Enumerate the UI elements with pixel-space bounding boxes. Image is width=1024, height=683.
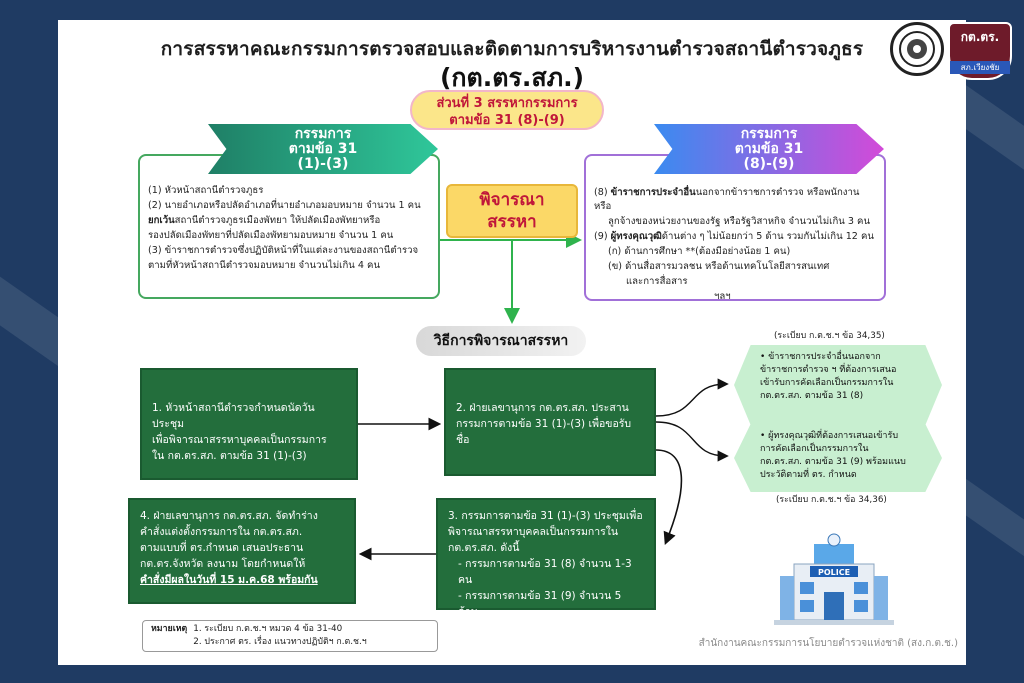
footer-agency: สำนักงานคณะกรรมการนโยบายตำรวจแห่งชาติ (ส…: [698, 638, 958, 649]
note-qualified-persons: • ผู้ทรงคุณวุฒิที่ต้องการเสนอเข้ารับ การ…: [734, 424, 942, 492]
committee-8-9-banner: กรรมการ ตามข้อ 31 (8)-(9): [654, 124, 884, 174]
step-4-box: 4. ฝ่ายเลขานุการ กต.ตร.สภ. จัดทำร่าง คำส…: [128, 498, 356, 604]
step-3-box: 3. กรรมการตามข้อ 31 (1)-(3) ประชุมเพื่อ …: [436, 498, 656, 634]
right-item-9kh2: และการสื่อสาร: [626, 276, 688, 287]
item8-prefix: (8): [594, 187, 611, 198]
left-item-3b: ตามที่หัวหน้าสถานีตำรวจมอบหมาย จำนวนไม่เ…: [148, 260, 381, 271]
right-item-8b: ลูกจ้างของหน่วยงานของรัฐ หรือรัฐวิสาหกิจ…: [608, 216, 871, 227]
remark-box: หมายเหตุ 1. ระเบียบ ก.ต.ช.ฯ หมวด 4 ข้อ 3…: [142, 620, 438, 652]
item9-bold: ผู้ทรงคุณวุฒิ: [610, 231, 662, 242]
arrow-step2-step3: [655, 449, 683, 545]
part-line-2: ตามข้อ 31 (8)-(9): [449, 113, 565, 128]
step3-line-a: 3. กรรมการตามข้อ 31 (1)-(3) ประชุมเพื่อ: [448, 510, 643, 522]
right-item-9: (9) ผู้ทรงคุณวุฒิด้านต่าง ๆ ไม่น้อยกว่า …: [594, 230, 876, 244]
arrow-step2-note1: [655, 378, 729, 417]
note-other-officials: • ข้าราชการประจำอื่นนอกจาก ข้าราชการตำรว…: [734, 345, 942, 425]
consider-line-2: สรรหา: [487, 212, 537, 232]
consider-line-1: พิจารณา: [479, 190, 545, 210]
banner-left-line-3: (1)-(3): [297, 156, 349, 172]
page-title: การสรรหาคณะกรรมการตรวจสอบและติดตามการบริ…: [160, 38, 864, 60]
remark-lines: 1. ระเบียบ ก.ต.ช.ฯ หมวด 4 ข้อ 31-40 2. ป…: [193, 623, 367, 649]
step1-line-c: ใน กต.ตร.สภ. ตามข้อ 31 (1)-(3): [152, 450, 307, 462]
step-1-box: 1. หัวหน้าสถานีตำรวจกำหนดนัดวันประชุม เพ…: [140, 368, 358, 480]
remark-line-1: 1. ระเบียบ ก.ต.ช.ฯ หมวด 4 ข้อ 31-40: [193, 624, 343, 634]
infographic-card: การสรรหาคณะกรรมการตรวจสอบและติดตามการบริ…: [58, 20, 966, 665]
hex1-line-c: เข้ารับการคัดเลือกเป็นกรรมการใน: [760, 378, 894, 388]
right-item-9k: (ก) ด้านการศึกษา **(ต้องมีอย่างน้อย 1 คน…: [608, 246, 791, 257]
part-line-1: ส่วนที่ 3 สรรหากรรมการ: [436, 96, 578, 111]
step4-line-a: 4. ฝ่ายเลขานุการ กต.ตร.สภ. จัดทำร่าง: [140, 510, 318, 522]
hex1-line-a: • ข้าราชการประจำอื่นนอกจาก: [760, 352, 881, 362]
left-item-1: (1) หัวหน้าสถานีตำรวจภูธร: [148, 185, 264, 196]
left-item-2b: ยกเว้นสถานีตำรวจภูธรเมืองพัทยา ให้ปลัดเม…: [148, 214, 430, 228]
police-station-emblem-icon: [890, 22, 944, 76]
flow-connectors: [358, 232, 729, 561]
right-item-8a: (8) ข้าราชการประจำอื่นนอกจากข้าราชการตำร…: [594, 186, 876, 214]
step2-line-b: กรรมการตามข้อ 31 (1)-(3) เพื่อขอรับชื่อ: [456, 418, 632, 446]
step3-line-c: กต.ตร.สภ. ดังนี้: [448, 542, 520, 554]
right-item-9kh1: (ข) ด้านสื่อสารมวลชน หรือด้านเทคโนโลยีสา…: [608, 261, 830, 272]
left-item-2b-text: สถานีตำรวจภูธรเมืองพัทยา ให้ปลัดเมืองพัท…: [174, 215, 381, 226]
right-etc: ฯลฯ: [714, 291, 731, 302]
consider-recruit-box: พิจารณา สรรหา: [446, 184, 578, 238]
page-subtitle: (กต.ตร.สภ.): [439, 63, 585, 92]
step1-line-b: เพื่อพิจารณาสรรหาบุคคลเป็นกรรมการ: [152, 434, 327, 446]
step2-line-a: 2. ฝ่ายเลขานุการ กต.ตร.สภ. ประสาน: [456, 402, 629, 414]
police-sign-text: POLICE: [818, 568, 850, 577]
step-2-box: 2. ฝ่ายเลขานุการ กต.ตร.สภ. ประสาน กรรมกา…: [444, 368, 656, 476]
part-label: ส่วนที่ 3 สรรหากรรมการ ตามข้อ 31 (8)-(9): [410, 90, 604, 130]
item8-bold: ข้าราชการประจำอื่น: [610, 187, 696, 198]
committee-8-9-box: (8) ข้าราชการประจำอื่นนอกจากข้าราชการตำร…: [584, 154, 886, 302]
step3-line-e: - กรรมการตามข้อ 31 (9) จำนวน 5 ด้าน: [458, 590, 622, 618]
remark-label: หมายเหตุ: [151, 624, 188, 634]
except-label: ยกเว้น: [148, 215, 175, 226]
left-item-2a: (2) นายอำเภอหรือปลัดอำเภอที่นายอำเภอมอบห…: [148, 200, 421, 211]
left-item-2c: รองปลัดเมืองพัทยาที่ปลัดเมืองพัทยามอบหมา…: [148, 230, 394, 241]
kt-badge-logo: กต.ตร. สภ.เวียงชัย: [948, 22, 1012, 80]
regulation-ref-bottom: (ระเบียบ ก.ต.ช.ฯ ข้อ 34,36): [776, 495, 887, 505]
step1-line-a: 1. หัวหน้าสถานีตำรวจกำหนดนัดวันประชุม: [152, 402, 315, 430]
step4-line-b: คำสั่งแต่งตั้งกรรมการใน กต.ตร.สภ.: [140, 526, 303, 538]
step3-line-b: พิจารณาสรรหาบุคคลเป็นกรรมการใน: [448, 526, 619, 538]
committee-1-3-banner: กรรมการ ตามข้อ 31 (1)-(3): [208, 124, 438, 174]
item9-text: ด้านต่าง ๆ ไม่น้อยกว่า 5 ด้าน รวมกันไม่เ…: [661, 231, 874, 242]
banner-right-line-2: ตามข้อ 31: [734, 141, 804, 157]
banner-left-line-1: กรรมการ: [294, 126, 352, 142]
left-item-3a: (3) ข้าราชการตำรวจซึ่งปฏิบัติหน้าที่ในแต…: [148, 245, 419, 256]
hex1-line-d: กต.ตร.สภ. ตามข้อ 31 (8): [760, 391, 864, 401]
regulation-ref-top: (ระเบียบ ก.ต.ช.ฯ ข้อ 34,35): [774, 331, 885, 341]
item8-text: นอกจากข้าราชการตำรวจ หรือพนักงาน หรือ: [594, 187, 860, 212]
method-label: วิธีการพิจารณาสรรหา: [416, 326, 586, 356]
badge-text: กต.ตร.: [960, 30, 1000, 44]
step3-line-f: รวมไม่เกิน 12 คน: [448, 622, 531, 634]
item9-prefix: (9): [594, 231, 611, 242]
banner-right-line-1: กรรมการ: [740, 126, 798, 142]
emblem-glyph: [899, 31, 935, 67]
step4-line-c: ตามแบบที่ ตร.กำหนด เสนอประธาน: [140, 542, 304, 554]
banner-left-line-2: ตามข้อ 31: [288, 141, 358, 157]
committee-1-3-box: (1) หัวหน้าสถานีตำรวจภูธร (2) นายอำเภอหร…: [138, 154, 440, 299]
arrow-step2-note2: [655, 421, 729, 462]
hex2-line-b: การคัดเลือกเป็นกรรมการใน: [760, 444, 869, 454]
hex1-line-b: ข้าราชการตำรวจ ฯ ที่ต้องการเสนอ: [760, 365, 897, 375]
step4-line-e: คำสั่งมีผลในวันที่ 15 ม.ค.68 พร้อมกัน: [140, 574, 318, 586]
hex2-line-d: ประวัติตามที่ ตร. กำหนด: [760, 470, 857, 480]
remark-line-2: 2. ประกาศ ตร. เรื่อง แนวทางปฏิบัติฯ ก.ต.…: [193, 637, 367, 647]
badge-sub: สภ.เวียงชัย: [950, 61, 1010, 74]
step4-line-d: กต.ตร.จังหวัด ลงนาม โดยกำหนดให้: [140, 558, 306, 570]
banner-right-line-3: (8)-(9): [743, 156, 795, 172]
step3-line-d: - กรรมการตามข้อ 31 (8) จำนวน 1-3 คน: [458, 558, 632, 586]
hex2-line-a: • ผู้ทรงคุณวุฒิที่ต้องการเสนอเข้ารับ: [760, 431, 899, 441]
hex2-line-c: กต.ตร.สภ. ตามข้อ 31 (9) พร้อมแนบ: [760, 457, 906, 467]
police-station-icon: POLICE: [774, 533, 894, 625]
